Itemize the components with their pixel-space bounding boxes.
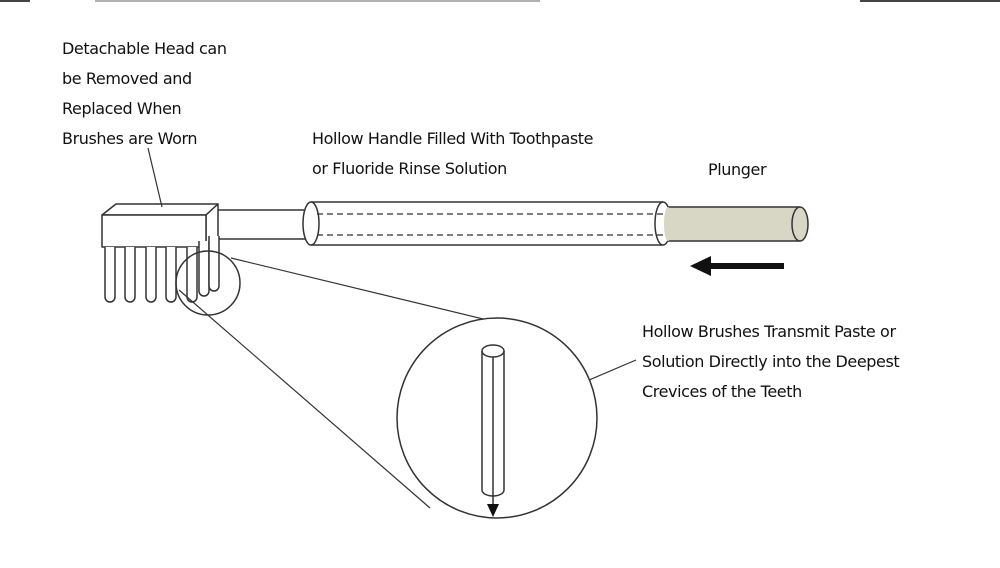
label-line: or Fluoride Rinse Solution <box>312 159 507 178</box>
label-line: Brushes are Worn <box>62 129 198 148</box>
detachable-head-label: Detachable Head can be Removed and Repla… <box>62 34 227 154</box>
magnified-hollow-bristle <box>481 344 505 517</box>
hollow-handle-label: Hollow Handle Filled With Toothpaste or … <box>312 124 594 184</box>
hollow-handle <box>302 201 672 246</box>
plunger-label: Plunger <box>708 155 767 185</box>
label-line: Crevices of the Teeth <box>642 382 802 401</box>
hollow-brushes-label: Hollow Brushes Transmit Paste or Solutio… <box>642 317 900 407</box>
label-line: Solution Directly into the Deepest <box>642 352 900 371</box>
magnified-bristle-circle <box>396 317 598 519</box>
label-line: Detachable Head can <box>62 39 227 58</box>
label-line: Replaced When <box>62 99 182 118</box>
magnifier-source-circle <box>175 250 241 316</box>
label-line: Hollow Brushes Transmit Paste or <box>642 322 896 341</box>
detachable-brush-head <box>101 203 219 248</box>
plunger <box>664 206 809 242</box>
brush-neck <box>205 209 307 240</box>
flow-arrow-icon <box>487 504 499 517</box>
push-direction-arrow-icon <box>690 256 784 276</box>
label-line: Plunger <box>708 160 767 179</box>
hollow-bristles <box>104 236 220 303</box>
label-line: be Removed and <box>62 69 192 88</box>
label-line: Hollow Handle Filled With Toothpaste <box>312 129 594 148</box>
